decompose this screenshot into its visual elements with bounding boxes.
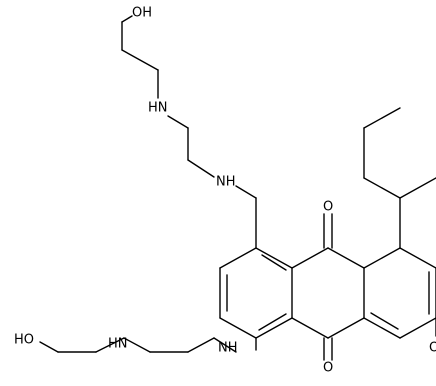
methoxy-oxygen-label: O bbox=[429, 341, 436, 356]
atom-label-layer: OH HN NH O O NH HN HO O bbox=[14, 6, 436, 376]
amine-bottom-outer-label: HN bbox=[108, 337, 128, 352]
ketone-bottom-oxygen-label: O bbox=[323, 361, 333, 376]
hydroxyl-bottom-label: HO bbox=[14, 333, 34, 348]
bond-layer bbox=[39, 15, 436, 361]
amine-bottom-inner-label: NH bbox=[218, 341, 238, 356]
ketone-top-oxygen-label: O bbox=[323, 200, 333, 215]
amine-top-inner-label: NH bbox=[216, 175, 236, 190]
amine-top-outer-label: HN bbox=[148, 101, 168, 116]
hydroxyl-top-label: OH bbox=[132, 6, 152, 21]
